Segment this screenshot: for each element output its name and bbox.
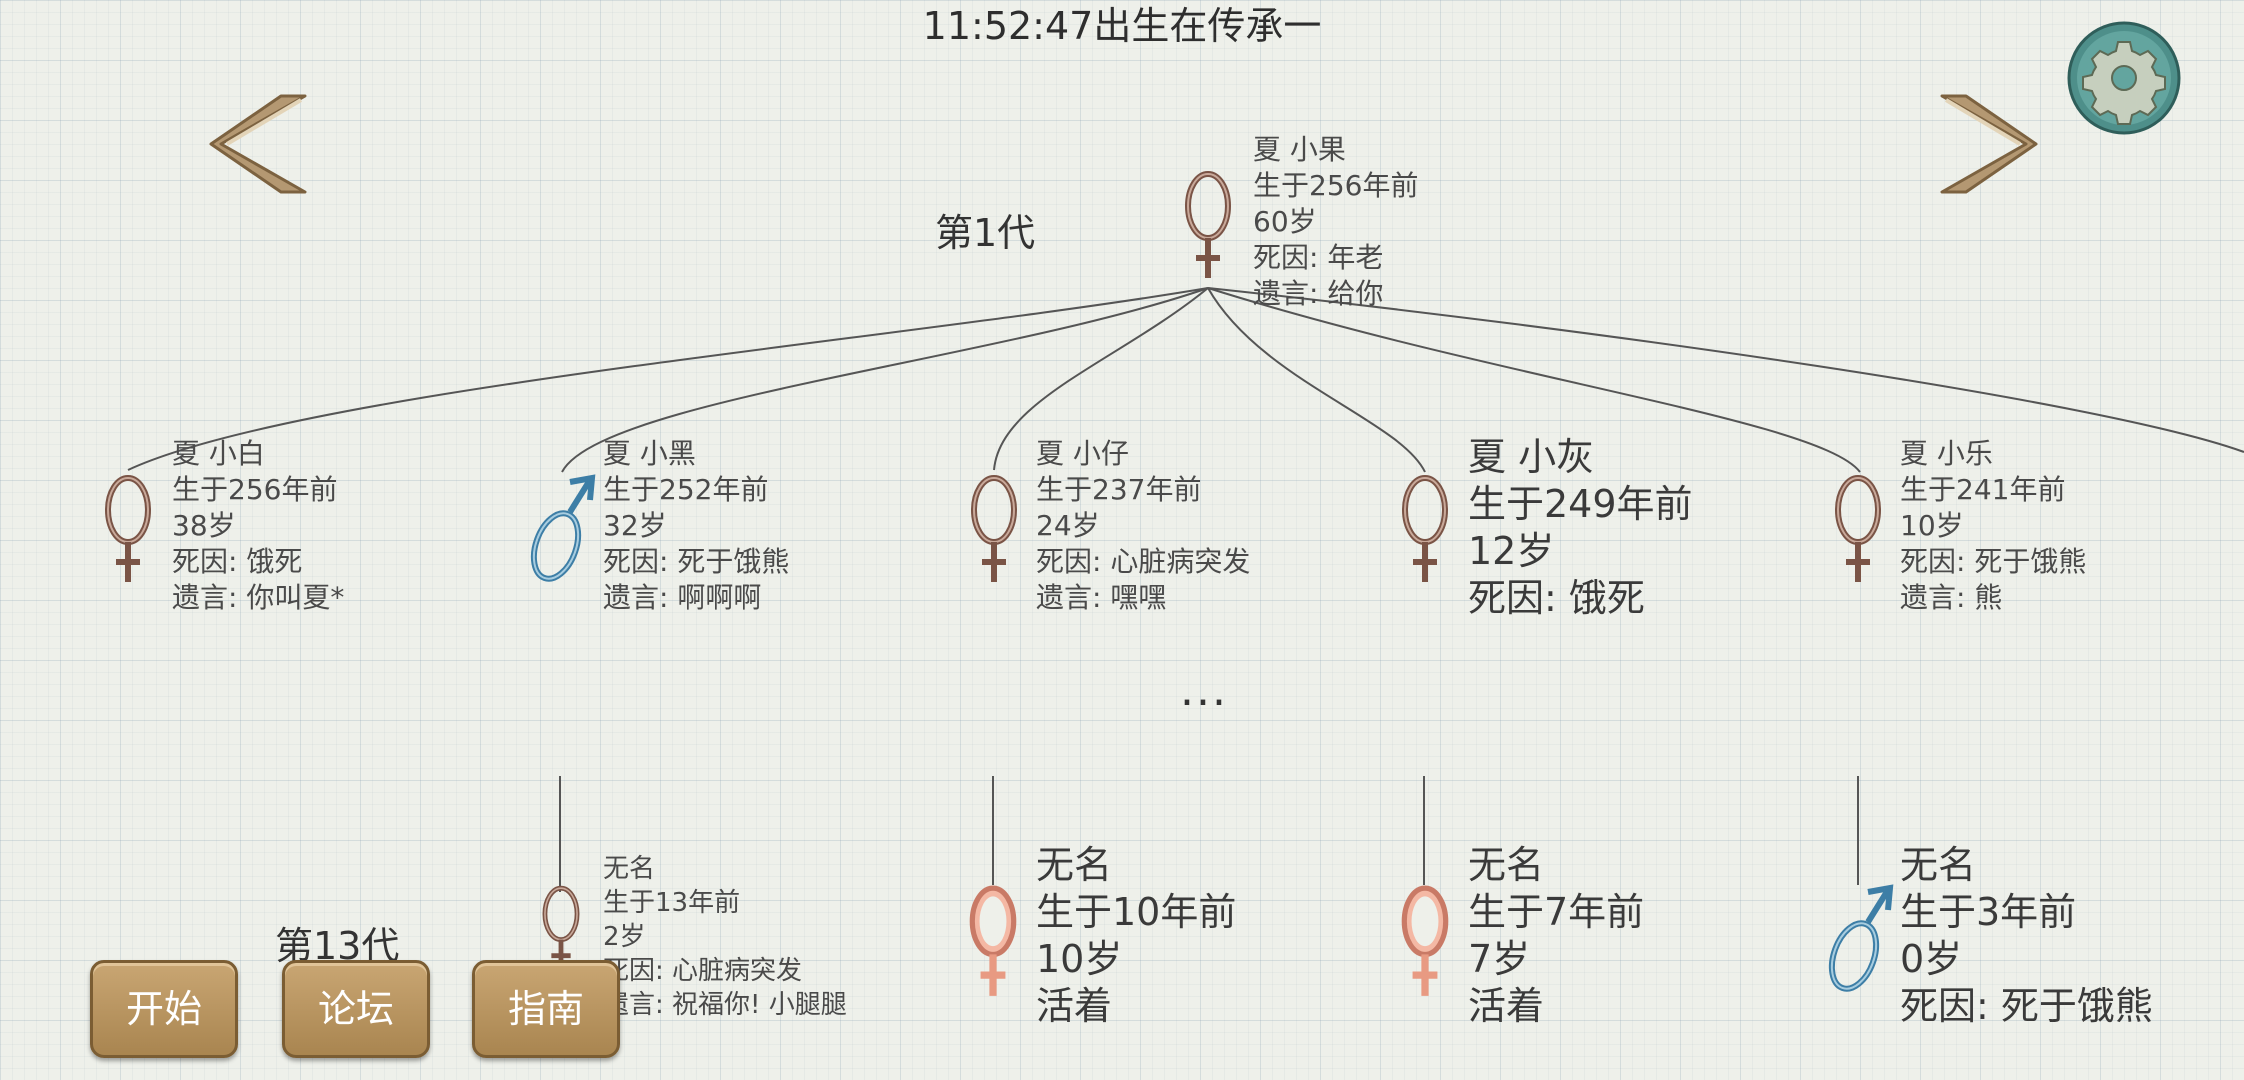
- person-words: 遗言: 啊啊啊: [603, 581, 762, 614]
- person-name: 夏 小灰: [1468, 435, 1595, 479]
- descendant-info: 无名 生于3年前 0岁 死因: 死于饿熊: [1900, 842, 2153, 1030]
- female-symbol-icon: [1402, 475, 1448, 582]
- male-symbol-icon: [1828, 884, 1894, 992]
- female-symbol-icon: [1185, 171, 1231, 278]
- person-name: 夏 小果: [1253, 133, 1346, 166]
- person-cause: 死因: 死于饿熊: [1900, 545, 2087, 578]
- person-born: 生于3年前: [1900, 890, 2077, 934]
- person-born: 生于237年前: [1036, 473, 1202, 506]
- person-cause: 死因: 饿死: [1468, 576, 1645, 620]
- person-name: 无名: [603, 854, 656, 884]
- next-arrow-icon[interactable]: [1932, 92, 2042, 197]
- person-cause: 死因: 死于饿熊: [603, 545, 790, 578]
- person-age: 60岁: [1253, 205, 1317, 238]
- person-name: 夏 小仔: [1036, 437, 1129, 470]
- person-born: 生于249年前: [1468, 482, 1693, 526]
- person-name: 夏 小乐: [1900, 437, 1993, 470]
- male-symbol-icon: [530, 474, 596, 582]
- person-cause: 死因: 死于饿熊: [1900, 984, 2153, 1028]
- child-info: 夏 小乐 生于241年前 10岁 死因: 死于饿熊 遗言: 熊: [1900, 436, 2086, 616]
- person-words: 遗言: 给你: [1253, 277, 1384, 310]
- person-name: 夏 小黑: [603, 437, 696, 470]
- female-symbol-icon: [105, 475, 151, 582]
- person-age: 38岁: [172, 509, 236, 542]
- person-name: 无名: [1468, 843, 1545, 887]
- generation-label-first: 第1代: [935, 211, 1036, 255]
- female-alive-symbol-icon: [969, 885, 1017, 996]
- person-born: 生于7年前: [1468, 890, 1645, 934]
- person-age: 0岁: [1900, 937, 1963, 981]
- female-symbol-icon: [971, 475, 1017, 582]
- person-cause: 死因: 年老: [1253, 241, 1384, 274]
- person-words: 遗言: 祝福你! 小腿腿: [603, 990, 847, 1020]
- person-born: 生于252年前: [603, 473, 769, 506]
- person-age: 10岁: [1036, 937, 1123, 981]
- generations-ellipsis: ...: [1180, 665, 1228, 716]
- guide-button[interactable]: 指南: [472, 960, 620, 1058]
- person-age: 12岁: [1468, 529, 1555, 573]
- person-name: 夏 小白: [172, 437, 265, 470]
- child-info-highlighted: 夏 小灰 生于249年前 12岁 死因: 饿死: [1468, 434, 1693, 622]
- descendant-info: 无名 生于10年前 10岁 活着: [1036, 842, 1236, 1030]
- person-words: 遗言: 熊: [1900, 581, 2003, 614]
- settings-gear-icon[interactable]: [2066, 20, 2182, 136]
- child-info: 夏 小黑 生于252年前 32岁 死因: 死于饿熊 遗言: 啊啊啊: [603, 436, 789, 616]
- person-words: 遗言: 你叫夏*: [172, 581, 345, 614]
- person-name: 无名: [1036, 843, 1113, 887]
- descendant-info: 无名 生于7年前 7岁 活着: [1468, 842, 1644, 1030]
- person-age: 7岁: [1468, 937, 1531, 981]
- person-status: 活着: [1468, 984, 1545, 1028]
- person-status: 活着: [1036, 984, 1113, 1028]
- person-born: 生于256年前: [1253, 169, 1419, 202]
- person-cause: 死因: 心脏病突发: [603, 956, 803, 986]
- previous-arrow-icon[interactable]: [205, 92, 315, 197]
- female-symbol-icon: [542, 885, 580, 972]
- person-words: 遗言: 嘿嘿: [1036, 581, 1167, 614]
- female-alive-symbol-icon: [1401, 885, 1449, 996]
- female-symbol-icon: [1835, 475, 1881, 582]
- person-age: 24岁: [1036, 509, 1100, 542]
- forum-button[interactable]: 论坛: [282, 960, 430, 1058]
- child-info: 夏 小仔 生于237年前 24岁 死因: 心脏病突发 遗言: 嘿嘿: [1036, 436, 1250, 616]
- person-born: 生于241年前: [1900, 473, 2066, 506]
- person-born: 生于13年前: [603, 888, 741, 918]
- person-name: 无名: [1900, 843, 1977, 887]
- person-cause: 死因: 心脏病突发: [1036, 545, 1251, 578]
- child-info: 夏 小白 生于256年前 38岁 死因: 饿死 遗言: 你叫夏*: [172, 436, 344, 616]
- person-age: 10岁: [1900, 509, 1964, 542]
- root-person-info: 夏 小果 生于256年前 60岁 死因: 年老 遗言: 给你: [1253, 132, 1418, 312]
- lineage-subtitle: 11:52:47出生在传承一: [922, 4, 1322, 48]
- descendant-info: 无名 生于13年前 2岁 死因: 心脏病突发 遗言: 祝福你! 小腿腿: [603, 852, 847, 1022]
- person-born: 生于256年前: [172, 473, 338, 506]
- person-age: 2岁: [603, 922, 646, 952]
- person-born: 生于10年前: [1036, 890, 1237, 934]
- person-age: 32岁: [603, 509, 667, 542]
- start-button[interactable]: 开始: [90, 960, 238, 1058]
- person-cause: 死因: 饿死: [172, 545, 303, 578]
